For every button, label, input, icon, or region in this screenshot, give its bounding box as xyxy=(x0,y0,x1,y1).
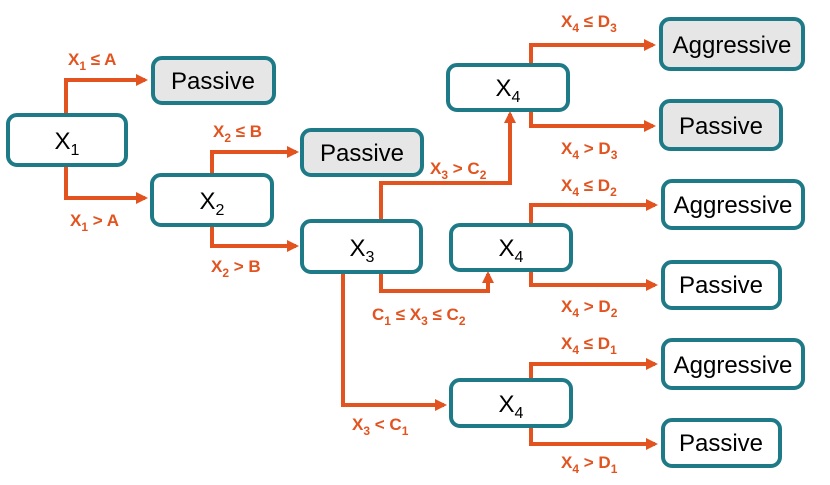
label-x3-gt-c2: X3 > C2 xyxy=(430,159,487,182)
edge-x3-gt-c2 xyxy=(379,111,516,221)
svg-text:Passive: Passive xyxy=(679,272,763,299)
svg-text:Passive: Passive xyxy=(320,140,404,167)
edge-x2-gt-b xyxy=(210,225,299,252)
leaf-passive-1: Passive xyxy=(151,56,276,105)
svg-text:Passive: Passive xyxy=(171,68,255,95)
label-x1-gt-a: X1 > A xyxy=(70,211,119,234)
label-x2-gt-b: X2 > B xyxy=(211,257,261,280)
node-x4-mid: X4 xyxy=(449,223,573,272)
leaf-aggressive-bot: Aggressive xyxy=(661,338,805,390)
edge-x4-gt-d1 xyxy=(529,426,658,450)
label-x4-le-d1: X4 ≤ D1 xyxy=(561,334,617,357)
node-x4-bot: X4 xyxy=(449,378,573,428)
svg-text:Aggressive: Aggressive xyxy=(674,352,793,379)
label-x4-le-d3: X4 ≤ D3 xyxy=(561,12,617,35)
label-c1-le-x3-le-c2: C1 ≤ X3 ≤ C2 xyxy=(372,305,466,328)
label-x2-le-b: X2 ≤ B xyxy=(213,122,262,145)
edge-x4-gt-d2 xyxy=(529,270,658,291)
label-x3-lt-c1: X3 < C1 xyxy=(352,415,409,438)
svg-text:Aggressive: Aggressive xyxy=(673,32,792,59)
leaf-aggressive-mid: Aggressive xyxy=(661,179,805,230)
svg-text:Passive: Passive xyxy=(679,430,763,457)
leaf-passive-mid: Passive xyxy=(661,260,782,310)
edge-x1-le-a xyxy=(64,74,148,115)
leaf-passive-top: Passive xyxy=(659,99,783,151)
svg-text:Passive: Passive xyxy=(679,113,763,140)
label-x1-le-a: X1 ≤ A xyxy=(68,50,116,73)
leaf-aggressive-top: Aggressive xyxy=(659,17,805,71)
edge-x4-le-d3 xyxy=(529,39,656,65)
node-x3: X3 xyxy=(300,219,423,274)
label-x4-gt-d3: X4 > D3 xyxy=(561,139,618,162)
svg-text:Aggressive: Aggressive xyxy=(674,192,793,219)
edge-x4-le-d1 xyxy=(529,358,658,380)
svg-text:X2: X2 xyxy=(200,188,225,219)
svg-text:X3: X3 xyxy=(350,235,375,266)
edge-c1-le-x3-le-c2 xyxy=(379,271,494,293)
node-x2: X2 xyxy=(150,173,274,227)
leaf-passive-bot: Passive xyxy=(661,418,782,468)
edge-x3-lt-c1 xyxy=(341,272,447,411)
edge-x2-le-b xyxy=(210,146,299,175)
label-x4-gt-d2: X4 > D2 xyxy=(561,297,618,320)
edge-x4-le-d2 xyxy=(529,199,658,225)
edge-x1-gt-a xyxy=(64,165,148,204)
svg-text:X4: X4 xyxy=(496,75,521,106)
edge-x4-gt-d3 xyxy=(529,110,656,132)
leaf-passive-2: Passive xyxy=(300,128,424,177)
node-x4-top: X4 xyxy=(446,63,570,112)
svg-text:X1: X1 xyxy=(55,128,80,159)
node-x1: X1 xyxy=(6,113,128,167)
svg-text:X4: X4 xyxy=(499,235,524,266)
label-x4-gt-d1: X4 > D1 xyxy=(561,453,618,476)
label-x4-le-d2: X4 ≤ D2 xyxy=(561,176,617,199)
svg-text:X4: X4 xyxy=(499,391,524,422)
